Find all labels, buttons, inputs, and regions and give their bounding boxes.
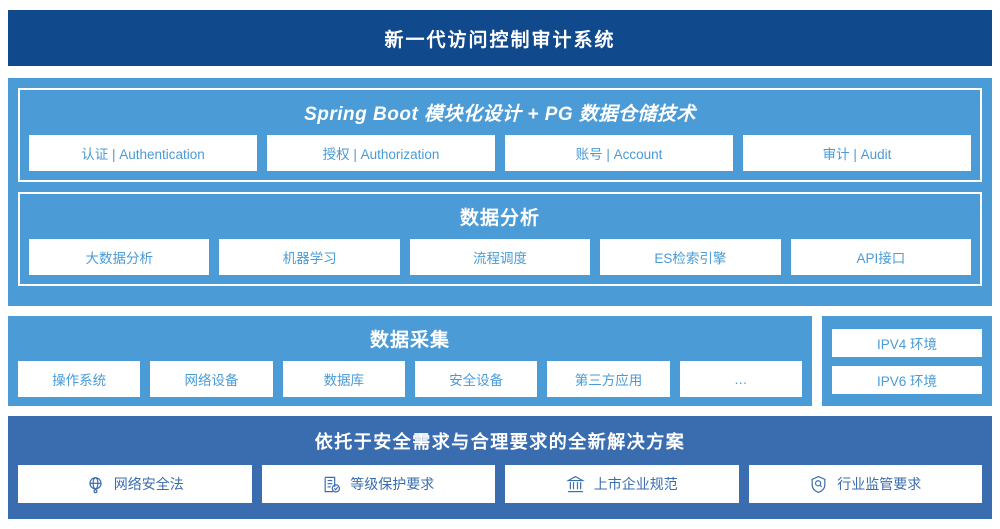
analysis-card-bigdata[interactable]: 大数据分析 xyxy=(29,239,210,275)
compliance-title: 依托于安全需求与合理要求的全新解决方案 xyxy=(314,432,686,452)
platform-card-row: 认证 | Authentication 授权 | Authorization 账… xyxy=(29,135,971,171)
platform-card-audit[interactable]: 审计 | Audit xyxy=(743,135,971,171)
compliance-card-label: 上市企业规范 xyxy=(593,476,678,492)
collection-card-more[interactable]: … xyxy=(679,361,802,397)
analysis-card-machine-learning[interactable]: 机器学习 xyxy=(219,239,400,275)
document-check-icon xyxy=(322,475,341,494)
collection-card-database[interactable]: 数据库 xyxy=(282,361,405,397)
architecture-panel: Spring Boot 模块化设计 + PG 数据仓储技术 认证 | Authe… xyxy=(8,78,992,306)
header-bar: 新一代访问控制审计系统 xyxy=(8,10,992,66)
compliance-card-classified-protection[interactable]: 等级保护要求 xyxy=(261,465,495,503)
analysis-card-process-scheduling[interactable]: 流程调度 xyxy=(409,239,591,275)
globe-network-icon xyxy=(86,475,105,494)
analysis-group: 数据分析 大数据分析 机器学习 流程调度 ES检索引擎 API接口 xyxy=(18,192,982,286)
collection-card-third-party-app[interactable]: 第三方应用 xyxy=(547,361,670,397)
collection-card-row: 操作系统 网络设备 数据库 安全设备 第三方应用 … xyxy=(18,361,802,397)
environment-card-ipv6[interactable]: IPV6 环境 xyxy=(832,365,982,394)
collection-title: 数据采集 xyxy=(369,330,450,351)
compliance-card-row: 网络安全法 等级保护要求 xyxy=(18,465,982,503)
bank-building-icon xyxy=(565,475,585,494)
platform-group-title: Spring Boot 模块化设计 + PG 数据仓储技术 xyxy=(304,104,696,125)
compliance-card-cybersecurity-law[interactable]: 网络安全法 xyxy=(18,465,252,503)
shield-search-icon xyxy=(809,475,828,494)
platform-group: Spring Boot 模块化设计 + PG 数据仓储技术 认证 | Authe… xyxy=(18,88,982,182)
platform-card-authorization[interactable]: 授权 | Authorization xyxy=(267,135,495,171)
platform-card-account[interactable]: 账号 | Account xyxy=(505,135,733,171)
platform-card-authentication[interactable]: 认证 | Authentication xyxy=(29,135,257,171)
compliance-card-label: 等级保护要求 xyxy=(350,476,435,492)
collection-card-network-device[interactable]: 网络设备 xyxy=(150,361,273,397)
collection-row: 数据采集 操作系统 网络设备 数据库 安全设备 第三方应用 … IPV4 环境 … xyxy=(8,316,992,406)
compliance-card-label: 网络安全法 xyxy=(113,476,184,492)
environment-card-ipv4[interactable]: IPV4 环境 xyxy=(832,328,982,357)
analysis-card-api[interactable]: API接口 xyxy=(790,239,972,275)
analysis-group-title: 数据分析 xyxy=(459,208,540,229)
compliance-card-label: 行业监管要求 xyxy=(837,476,922,492)
analysis-card-row: 大数据分析 机器学习 流程调度 ES检索引擎 API接口 xyxy=(29,239,972,275)
collection-panel: 数据采集 操作系统 网络设备 数据库 安全设备 第三方应用 … xyxy=(8,316,812,406)
environment-panel: IPV4 环境 IPV6 环境 xyxy=(822,316,992,406)
collection-card-os[interactable]: 操作系统 xyxy=(18,361,141,397)
compliance-card-industry-regulation[interactable]: 行业监管要求 xyxy=(748,465,982,503)
collection-card-security-device[interactable]: 安全设备 xyxy=(414,361,538,397)
page-title: 新一代访问控制审计系统 xyxy=(384,29,616,51)
analysis-card-es-search-engine[interactable]: ES检索引擎 xyxy=(600,239,781,275)
compliance-card-listed-enterprise[interactable]: 上市企业规范 xyxy=(505,465,739,503)
compliance-panel: 依托于安全需求与合理要求的全新解决方案 网络安全法 xyxy=(8,416,992,519)
